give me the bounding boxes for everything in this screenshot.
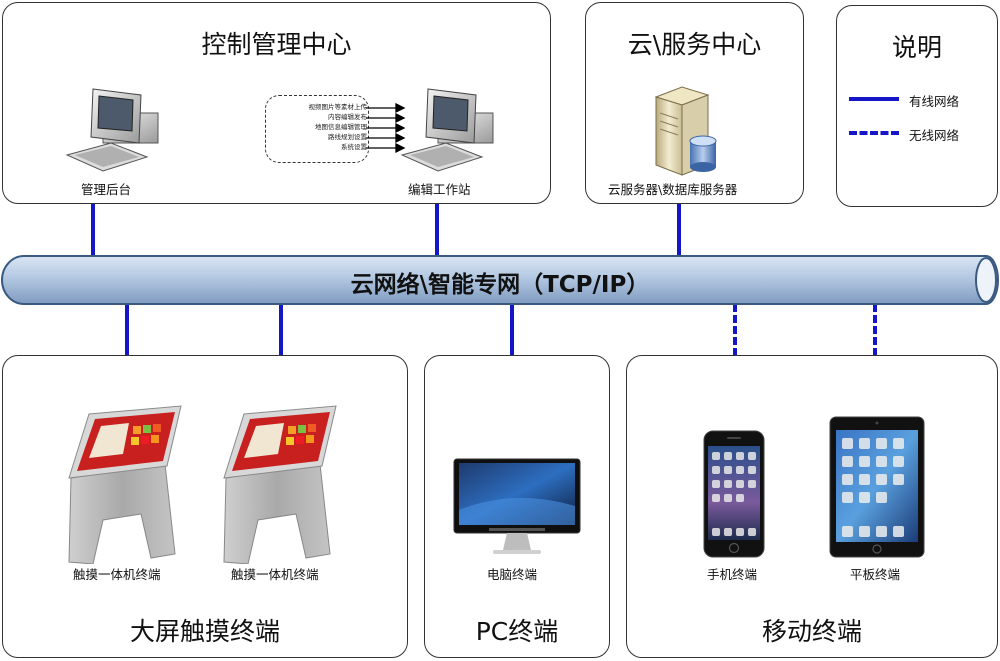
control-center-title: 控制管理中心: [201, 30, 352, 59]
task-item: 内容编辑发布: [328, 113, 367, 121]
task-item: 路线规划设置: [328, 133, 367, 141]
server-icon: [646, 83, 726, 178]
kiosk2-icon: [218, 404, 343, 564]
monitor-icon: [453, 458, 581, 558]
pc-terminal-title: PC终端: [475, 617, 559, 646]
editor-label: 编辑工作站: [408, 182, 471, 197]
editor-connector-line: [435, 204, 439, 256]
task-bubble: [265, 95, 369, 163]
mobile-terminal-panel: 手机终端 平板终端 移动终端: [626, 355, 998, 658]
admin-computer-icon: [63, 83, 173, 173]
pc-connector-line: [510, 304, 514, 356]
kiosk2-label: 触摸一体机终端: [231, 567, 319, 582]
wired-legend-label: 有线网络: [909, 94, 960, 109]
server-label: 云服务器\数据库服务器: [608, 182, 738, 197]
tablet-label: 平板终端: [850, 567, 901, 582]
task-item: 视频图片等素材上传: [308, 103, 368, 111]
phone-connector-dashed-line: [733, 304, 737, 356]
kiosk2-connector-line: [279, 304, 283, 356]
admin-connector-line: [91, 204, 95, 256]
network-pipe: [0, 254, 1000, 306]
tablet-connector-dashed-line: [873, 304, 877, 356]
task-item: 系统设置: [341, 143, 367, 151]
touch-terminal-title: 大屏触摸终端: [129, 617, 280, 646]
tablet-icon: [829, 416, 925, 558]
task-list: 视频图片等素材上传 内容编辑发布 地图信息编辑管理 路线规划设置 系统设置: [271, 102, 368, 152]
kiosk1-connector-line: [125, 304, 129, 356]
network-label: 云网络\智能专网（TCP/IP）: [350, 272, 650, 298]
touch-terminal-panel: 触摸一体机终端 触摸一体机终端 大屏触摸终端: [2, 355, 408, 658]
pc-terminal-panel: 电脑终端 PC终端: [424, 355, 610, 658]
task-arrows-icon: [366, 103, 406, 159]
legend-panel: 说明 有线网络 无线网络: [836, 5, 998, 207]
kiosk1-label: 触摸一体机终端: [73, 567, 161, 582]
control-center-panel: 控制管理中心 管理后台 视频图片等素材上传 内容编辑发布 地图信息编辑管理 路线…: [2, 2, 551, 204]
phone-icon: [703, 430, 765, 558]
kiosk1-icon: [63, 404, 188, 564]
wireless-legend-line: [849, 131, 899, 135]
wired-legend-line: [849, 97, 899, 101]
admin-label: 管理后台: [81, 182, 132, 197]
editor-computer-icon: [398, 83, 508, 173]
phone-label: 手机终端: [707, 567, 758, 582]
cloud-center-title: 云\服务中心: [627, 30, 762, 59]
task-item: 地图信息编辑管理: [315, 123, 367, 131]
server-connector-line: [677, 204, 681, 256]
cloud-center-panel: 云\服务中心 云服务器\数据库服务器: [585, 2, 804, 204]
wireless-legend-label: 无线网络: [909, 128, 960, 143]
legend-title: 说明: [891, 33, 942, 62]
mobile-terminal-title: 移动终端: [761, 617, 862, 646]
monitor-label: 电脑终端: [487, 567, 538, 582]
